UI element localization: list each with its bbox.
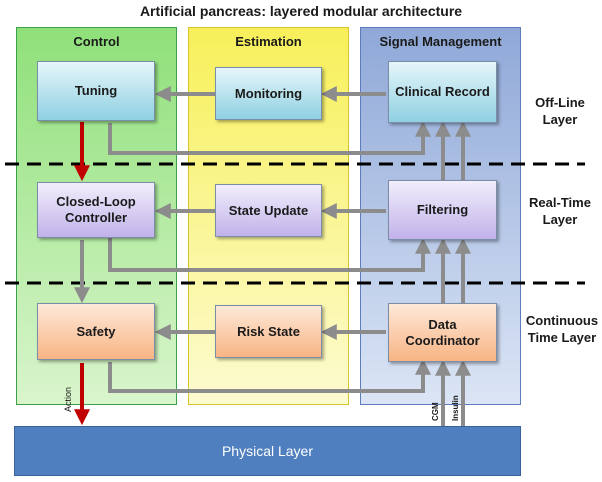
arrow-safety-to-coordinator bbox=[108, 358, 431, 393]
physical-layer: Physical Layer bbox=[14, 426, 521, 476]
state-update-box: State Update bbox=[215, 184, 322, 237]
diagram-title: Artificial pancreas: layered modular arc… bbox=[139, 3, 463, 19]
signal-management-column-title: Signal Management bbox=[379, 34, 502, 49]
monitoring-box: Monitoring bbox=[215, 67, 322, 120]
closed-loop-controller-box: Closed-Loop Controller bbox=[37, 182, 155, 238]
realtime-layer-label: Real-Time Layer bbox=[529, 195, 591, 227]
safety-box: Safety bbox=[37, 303, 155, 360]
data-coordinator-box: Data Coordinator bbox=[388, 303, 497, 362]
offline-layer-label: Off-Line Layer bbox=[535, 95, 585, 127]
action-label: Action bbox=[63, 387, 73, 412]
clinical-record-box: Clinical Record bbox=[388, 61, 497, 123]
filtering-box: Filtering bbox=[388, 180, 497, 240]
risk-state-box: Risk State bbox=[215, 305, 322, 358]
insulin-label: Insulin bbox=[451, 395, 460, 421]
estimation-column-title: Estimation bbox=[235, 34, 302, 49]
tuning-box: Tuning bbox=[37, 61, 155, 121]
control-column-title: Control bbox=[73, 34, 120, 49]
arrow-tuning-to-clinical bbox=[108, 120, 431, 155]
continuous-layer-label: Continuous Time Layer bbox=[525, 313, 599, 345]
cgm-label: CGM bbox=[431, 402, 440, 421]
arrow-controller-to-filtering bbox=[108, 237, 431, 272]
